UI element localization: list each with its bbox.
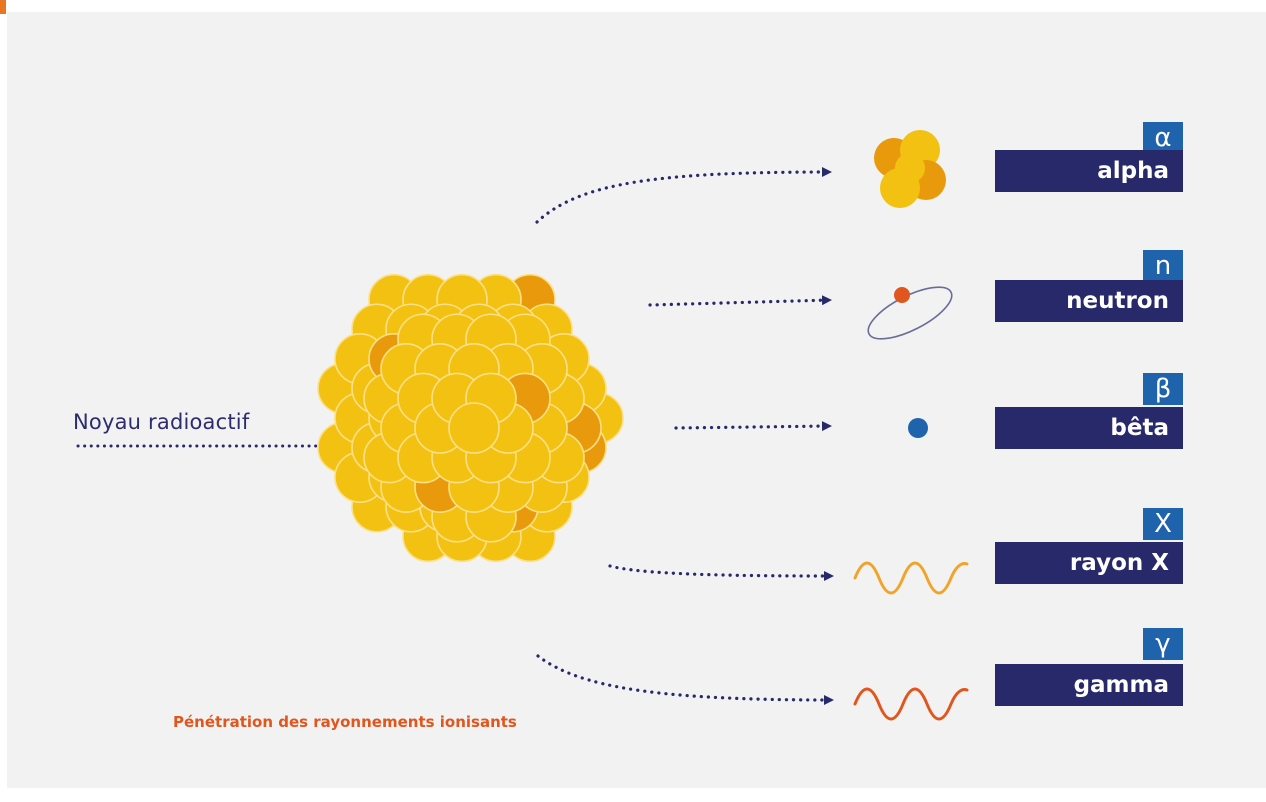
corner-accent: [0, 0, 6, 14]
beta-label: bêta: [995, 407, 1183, 449]
alpha-particle-icon: [874, 130, 946, 208]
radioactive-nucleus: [317, 273, 624, 563]
trajectory-beta: [674, 421, 832, 432]
trajectory-alpha: [535, 167, 832, 224]
beta-symbol-badge: β: [1143, 373, 1183, 405]
diagram-panel: [7, 12, 1266, 788]
gamma-label: gamma: [995, 664, 1183, 706]
xray-label: rayon X: [995, 542, 1183, 584]
trajectory-neutron: [648, 295, 832, 307]
nucleon: [448, 402, 500, 454]
neutron-symbol-badge: n: [1143, 250, 1183, 282]
beta-particle-icon: [908, 418, 928, 438]
trajectory-gamma: [536, 654, 834, 705]
neutron-orbit-icon: [867, 286, 953, 340]
gamma-symbol-badge: γ: [1143, 628, 1183, 660]
nucleus-label: Noyau radioactif: [73, 410, 250, 434]
xray-wave-icon: [853, 561, 969, 595]
alpha-symbol-badge: α: [1143, 122, 1183, 154]
neutron-label: neutron: [995, 280, 1183, 322]
alpha-label: alpha: [995, 150, 1183, 192]
gamma-wave-icon: [853, 687, 969, 721]
diagram-caption: Pénétration des rayonnements ionisants: [173, 713, 517, 731]
xray-symbol-badge: X: [1143, 508, 1183, 540]
trajectory-xray: [608, 564, 834, 581]
